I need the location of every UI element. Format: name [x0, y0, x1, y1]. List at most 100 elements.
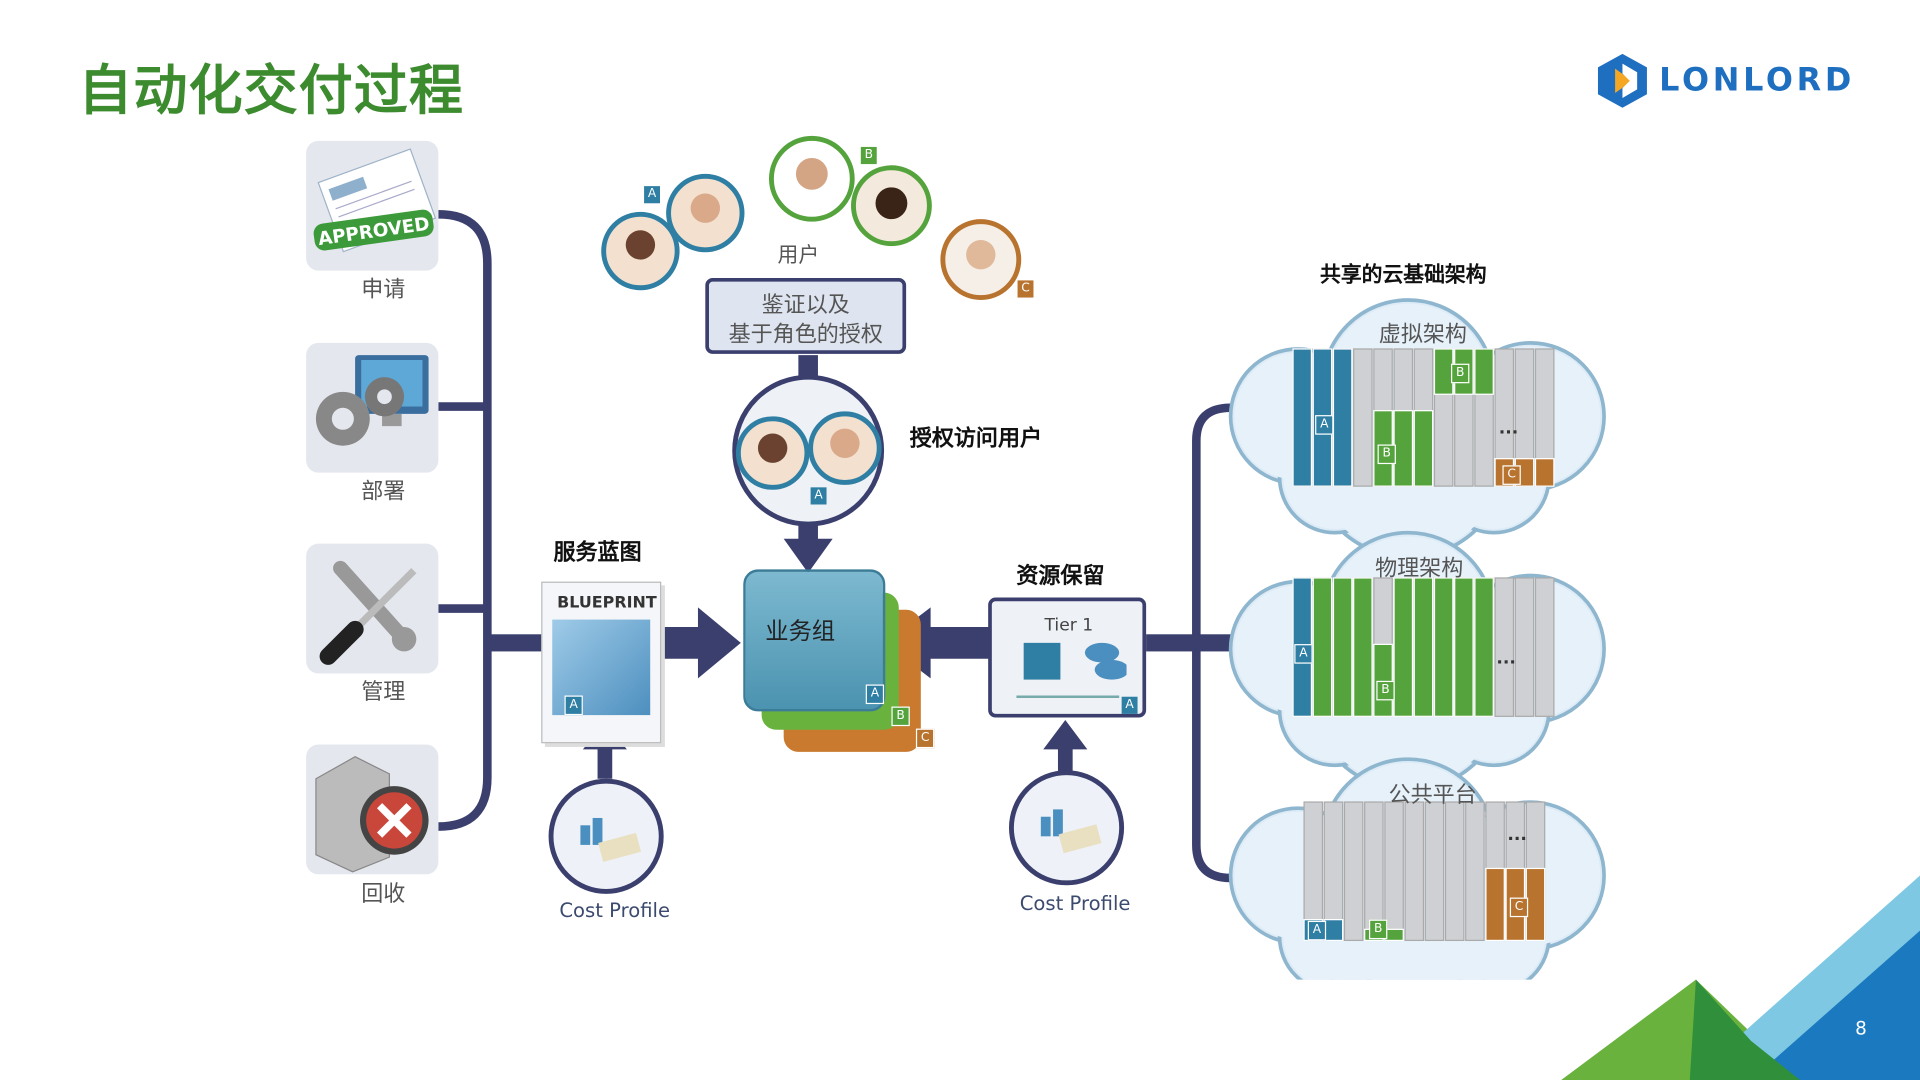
blueprint-document[interactable]: BLUEPRINT A [541, 581, 662, 744]
allocation-bar-B [1332, 577, 1353, 717]
badge-a: A [1307, 920, 1327, 941]
badge-b: B [891, 706, 910, 727]
rack-bar [1514, 577, 1535, 717]
avatar-A2 [666, 173, 745, 253]
rack-bar [1494, 577, 1515, 717]
lifecycle-tile-retire[interactable] [306, 744, 439, 875]
bracket-line [438, 210, 492, 831]
logo-text: LONLORD [1659, 62, 1855, 100]
allocation-bar-A [1332, 348, 1353, 487]
cloud-title: 共享的云基础架构 [1320, 263, 1487, 288]
server-delete-icon [315, 756, 429, 873]
allocation-bar-B [1413, 577, 1434, 717]
authorized-users-circle [732, 374, 885, 527]
logo: LONLORD [1596, 51, 1855, 110]
cost-profile-label: Cost Profile [559, 898, 671, 923]
ellipsis: ... [1496, 648, 1516, 669]
cost-profile-label: Cost Profile [1019, 891, 1131, 915]
badge-c: C [1509, 897, 1529, 918]
badge-a: A [1294, 644, 1313, 664]
lifecycle-tile-request[interactable]: APPROVED [306, 140, 439, 271]
avatar-A1 [601, 211, 680, 291]
users-label: 用户 [777, 243, 820, 269]
rack-bar [1444, 801, 1465, 942]
lifecycle-tile-deploy[interactable] [306, 342, 439, 473]
rack-bar [1465, 801, 1485, 942]
cost-profile-icon[interactable] [1007, 768, 1127, 888]
allocation-bar-C [1485, 867, 1505, 942]
page-number: 8 [1855, 1017, 1867, 1040]
users-avatars [601, 135, 1022, 301]
badge-a: A [644, 186, 661, 204]
lifecycle-label: 管理 [361, 679, 406, 706]
badge-b: B [860, 146, 877, 165]
rack-bar [1404, 801, 1425, 942]
badge-a: A [810, 487, 827, 505]
rack-bar [1424, 801, 1445, 942]
allocation-bar-B [1454, 577, 1474, 717]
allocation-bar-B [1384, 928, 1404, 942]
lifecycle-label: 申请 [361, 276, 406, 303]
allocation-bar-C [1525, 867, 1546, 942]
allocation-bar-A [1323, 919, 1344, 942]
clouds [1228, 298, 1606, 980]
allocation-bar-B [1353, 577, 1373, 717]
avatar-B2 [851, 165, 932, 247]
lifecycle-tile-manage[interactable] [306, 543, 439, 674]
reservation-label: 资源保留 [1016, 563, 1105, 589]
auth-line2: 基于角色的授权 [728, 322, 883, 348]
avatar-B1 [768, 135, 855, 222]
badge-a: A [865, 684, 885, 705]
logo-hexagon-icon [1597, 53, 1647, 108]
badge-b: B [1451, 363, 1470, 384]
badge-c: C [1017, 280, 1034, 298]
badge-b: B [1376, 680, 1395, 701]
badge-c: C [915, 728, 935, 749]
badge-a: A [1121, 696, 1138, 714]
cloud-label-physical: 物理架构 [1375, 555, 1464, 582]
storage-icon [1016, 642, 1127, 698]
badge-b: B [1368, 919, 1388, 940]
allocation-bar-B [1312, 577, 1333, 717]
authorized-users-label: 授权访问用户 [909, 426, 1043, 452]
approved-document-icon: APPROVED [313, 148, 437, 253]
cloud-label-public: 公共平台 [1388, 782, 1477, 809]
allocation-bar-B [1393, 410, 1414, 487]
business-group-label: 业务组 [765, 618, 836, 646]
tier-label: Tier 1 [1044, 615, 1094, 636]
reservation-box[interactable]: Tier 1 A [988, 597, 1147, 718]
rack-bar [1353, 348, 1373, 487]
page-title: 自动化交付过程 [78, 60, 465, 123]
rack-bar [1534, 577, 1555, 717]
lifecycle-label: 部署 [361, 478, 406, 505]
blueprint-label: 服务蓝图 [553, 540, 642, 566]
allocation-bar-A [1292, 348, 1313, 487]
auth-line1: 鉴证以及 [761, 292, 850, 319]
cloud-label-virtual: 虚拟架构 [1378, 322, 1467, 348]
gears-monitor-icon [315, 355, 429, 446]
arrow-to-group [658, 607, 741, 679]
tools-icon [319, 560, 417, 665]
badge-b: B [1377, 444, 1396, 465]
auth-box: 鉴证以及 基于角色的授权 [705, 277, 907, 354]
badge-c: C [1502, 465, 1521, 485]
allocation-bar-B [1474, 348, 1494, 395]
allocation-bar-B [1393, 577, 1414, 717]
allocation-bar-B [1433, 577, 1454, 717]
avatar-C [940, 219, 1022, 301]
rack-bar [1384, 801, 1404, 942]
allocation-bar-C [1534, 458, 1555, 487]
badge-a: A [564, 695, 583, 716]
business-group[interactable]: 业务组 [743, 569, 886, 712]
allocation-bar-B [1474, 577, 1494, 717]
badge-a: A [1315, 415, 1334, 435]
ellipsis: ... [1507, 825, 1527, 845]
lifecycle-label: 回收 [361, 881, 406, 908]
blueprint-doc-title: BLUEPRINT [557, 593, 657, 613]
allocation-bar-B [1413, 410, 1434, 487]
ellipsis: ... [1498, 418, 1519, 439]
cost-profile-icon[interactable] [546, 776, 666, 896]
rack-bar [1343, 801, 1364, 942]
